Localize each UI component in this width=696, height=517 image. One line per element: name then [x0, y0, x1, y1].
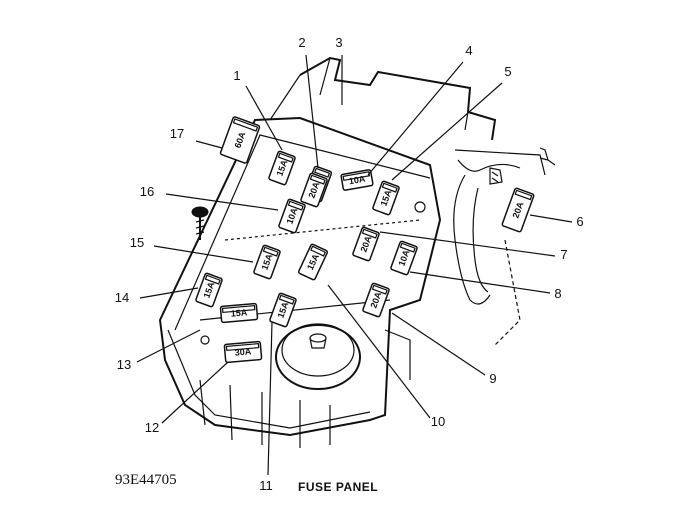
leader-line-2 — [305, 54, 319, 169]
fuse-cap — [361, 228, 378, 239]
callout-17: 17 — [170, 126, 184, 141]
fuses-layer: 15A20A20A10A15A20A20A10A20A15A15A30A15A1… — [195, 116, 535, 364]
callout-4: 4 — [465, 43, 472, 58]
fuse-f11: 15A — [269, 292, 297, 328]
figure-code: 93E44705 — [115, 472, 177, 488]
fuse-body — [268, 150, 296, 186]
fuse-cap — [371, 284, 388, 295]
fuse-cap — [225, 342, 260, 352]
callout-14: 14 — [115, 290, 129, 305]
fuse-rating: 10A — [348, 174, 366, 187]
callout-11: 11 — [259, 478, 273, 493]
fuse-f12: 30A — [223, 340, 263, 364]
callout-2: 2 — [298, 35, 305, 50]
fuse-f9: 20A — [362, 282, 390, 318]
leader-line-8 — [409, 271, 551, 294]
leader-line-15 — [153, 245, 254, 263]
leader-line-4 — [367, 61, 464, 176]
callout-16: 16 — [140, 184, 154, 199]
fuse-rating: 15A — [230, 307, 248, 318]
callout-8: 8 — [554, 286, 561, 301]
fuse-body — [195, 272, 223, 308]
fuse-rating: 30A — [234, 346, 252, 357]
fuse-f3: 20A — [300, 172, 328, 208]
fuse-f15: 15A — [253, 244, 281, 280]
fuse-f16: 10A — [278, 198, 306, 234]
leader-line-12 — [161, 361, 229, 424]
fuse-cap — [277, 152, 294, 163]
fuse-f5: 15A — [372, 180, 400, 216]
leader-line-5 — [391, 82, 503, 181]
fuse-f14: 15A — [195, 272, 223, 308]
callout-6: 6 — [576, 214, 583, 229]
fuse-f17: 60A — [219, 116, 261, 164]
fuse-cap — [314, 167, 331, 178]
callout-15: 15 — [130, 235, 144, 250]
fuse-f10: 15A — [297, 243, 329, 281]
fuse-cap — [278, 294, 295, 305]
fuse-f8: 10A — [390, 240, 418, 276]
callout-9: 9 — [489, 371, 496, 386]
fuse-body — [352, 226, 380, 262]
callout-13: 13 — [117, 357, 131, 372]
small-bolt-icon — [200, 201, 426, 345]
fuse-body — [501, 187, 535, 233]
fuse-cap — [232, 118, 259, 132]
fuse-body — [269, 292, 297, 328]
fuse-f7: 20A — [352, 226, 380, 262]
callout-3: 3 — [335, 35, 342, 50]
callout-1: 1 — [233, 68, 240, 83]
callout-10: 10 — [431, 414, 445, 429]
leader-line-13 — [136, 329, 201, 363]
leader-line-10 — [327, 284, 431, 419]
fuse-cap — [221, 304, 256, 314]
mounting-screw-icon — [191, 206, 209, 240]
diagram-caption: FUSE PANEL — [298, 480, 378, 494]
callout-7: 7 — [560, 247, 567, 262]
fuse-body — [300, 172, 328, 208]
fuse-f1: 15A — [268, 150, 296, 186]
fuse-cap — [287, 200, 304, 211]
circuit-breaker — [275, 323, 361, 390]
fuse-body — [390, 240, 418, 276]
leader-line-9 — [391, 312, 486, 376]
fuse-cap — [310, 245, 327, 257]
callout-12: 12 — [145, 420, 159, 435]
fuse-cap — [204, 274, 221, 285]
fuse-body — [372, 180, 400, 216]
fuse-cap — [514, 189, 533, 201]
fuse-cap — [381, 182, 398, 193]
leader-line-1 — [245, 85, 283, 151]
leader-line-14 — [139, 287, 199, 299]
fuse-cap — [262, 246, 279, 257]
fuse-f6: 20A — [501, 187, 535, 233]
leader-line-17 — [195, 140, 223, 149]
fuse-cap — [399, 242, 416, 253]
callout-5: 5 — [504, 64, 511, 79]
fuse-cap — [309, 174, 326, 185]
rear-housing — [269, 56, 497, 141]
leader-line-7 — [379, 231, 556, 257]
relay-bracket — [453, 147, 556, 346]
fuse-body — [362, 282, 390, 318]
fuse-body — [223, 340, 263, 364]
fuse-f13: 15A — [219, 302, 259, 324]
leader-line-16 — [165, 193, 279, 211]
fuse-body — [297, 243, 329, 281]
leaders-layer — [136, 54, 573, 476]
fuse-body — [278, 198, 306, 234]
leader-line-6 — [529, 214, 573, 223]
leader-line-11 — [267, 321, 273, 476]
fuse-body — [253, 244, 281, 280]
